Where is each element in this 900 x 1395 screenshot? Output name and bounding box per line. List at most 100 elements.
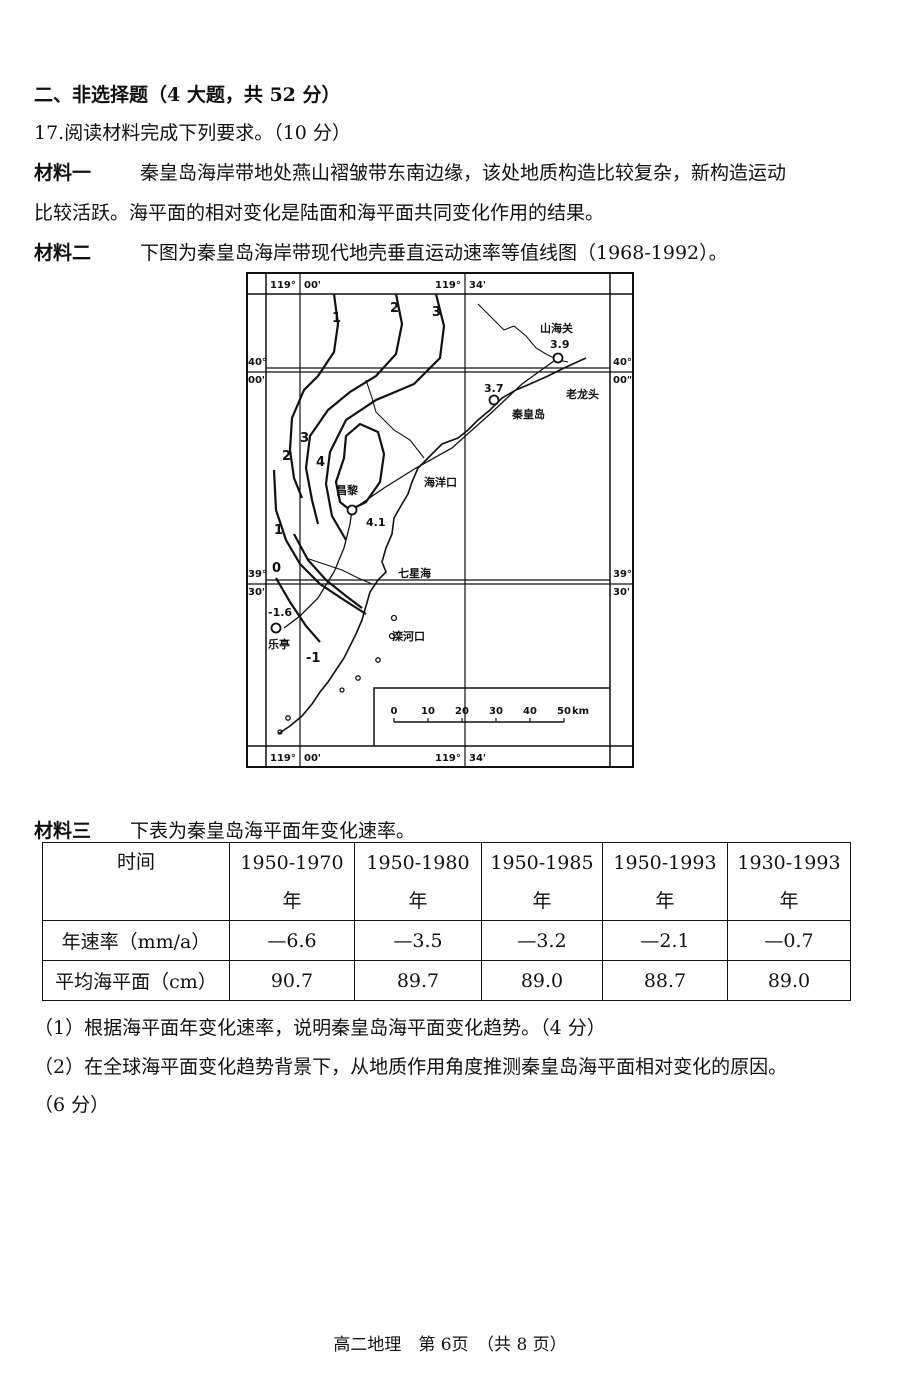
place-qixinghai: 七星海 [398, 566, 431, 580]
material2-label: 材料二 [34, 242, 92, 264]
value-leting: -1.6 [268, 606, 292, 619]
river-luan [305, 557, 373, 585]
question-title: 17.阅读材料完成下列要求。（10 分） [34, 122, 351, 144]
subquestion-2-line1: （2）在全球海平面变化趋势背景下，从地质作用角度推测秦皇岛海平面相对变化的原因。 [34, 1056, 788, 1078]
material3-text: 下表为秦皇岛海平面年变化速率。 [130, 820, 416, 842]
table-cell: 89.7 [354, 960, 482, 1001]
place-leting: 乐亭 [268, 637, 290, 651]
isoline-4-closed [334, 422, 386, 512]
table-cell: —3.2 [481, 920, 603, 961]
material1-text-2: 比较活跃。海平面的相对变化是陆面和海平面共同变化作用的结果。 [34, 202, 605, 224]
scale-tick-30: 30 [489, 706, 503, 717]
value-shanhaiguan: 3.9 [550, 338, 570, 351]
place-luanhekou: 滦河口 [392, 629, 425, 643]
isoline-label-3b: 3 [300, 431, 309, 446]
material1-text-1: 秦皇岛海岸带地处燕山褶皱带东南边缘，该处地质构造比较复杂，新构造运动 [140, 162, 787, 184]
isoline-label-0: 0 [272, 561, 281, 576]
table-cell: —3.5 [354, 920, 482, 961]
railway [351, 357, 559, 511]
table-corner: 时间 [42, 842, 230, 921]
value-qinhuangdao: 3.7 [484, 382, 504, 395]
isoline-label-2: 2 [390, 301, 399, 316]
lon-right-deg-bottom: 119° [435, 753, 461, 764]
coastline [277, 357, 587, 735]
station-leting [270, 622, 282, 634]
page-footer: 高二地理 第 6页 （共 8 页） [333, 1335, 567, 1355]
place-qinhuangdao: 秦皇岛 [511, 407, 545, 421]
isoline-2-north [304, 293, 404, 525]
table-cell: —6.6 [229, 920, 355, 961]
table-row-label: 平均海平面（cm） [42, 960, 230, 1001]
lat-bottom-deg-left: 39° [248, 569, 267, 580]
scale-tick-50: 50 [557, 706, 571, 717]
value-changli: 4.1 [366, 516, 386, 529]
isoline-3-north [324, 293, 446, 541]
lon-left-min-bottom: 00' [304, 753, 321, 764]
map-frame [246, 272, 634, 768]
table-cell: 90.7 [229, 960, 355, 1001]
table-row: 平均海平面（cm） 90.7 89.7 89.0 88.7 89.0 [42, 960, 851, 1001]
lon-right-deg-top: 119° [435, 280, 461, 291]
material2-line: 材料二 下图为秦皇岛海岸带现代地壳垂直运动速率等值线图（1968-1992）。 [34, 238, 728, 265]
table-row: 年速率（mm/a） —6.6 —3.5 —3.2 —2.1 —0.7 [42, 920, 851, 961]
scale-tick-10: 10 [421, 706, 435, 717]
place-haiyangkou: 海洋口 [424, 475, 457, 489]
material1-line1: 材料一 秦皇岛海岸带地处燕山褶皱带东南边缘，该处地质构造比较复杂，新构造运动 [34, 158, 786, 185]
crustal-movement-map: 119° 00' 119° 34' 119° 00' 119° 34' 40° … [246, 272, 634, 768]
subquestion-1: （1）根据海平面年变化速率，说明秦皇岛海平面变化趋势。（4 分） [34, 1017, 606, 1039]
scale-box [373, 687, 610, 746]
lat-bottom-min-right: 30' [613, 587, 630, 598]
material3-label: 材料三 [34, 820, 92, 842]
isoline-label-minus1: -1 [306, 651, 320, 666]
isoline-label-4: 4 [316, 455, 325, 470]
table-cell: 89.0 [481, 960, 603, 1001]
material3-line: 材料三 下表为秦皇岛海平面年变化速率。 [34, 816, 415, 843]
isoline-label-1: 1 [332, 311, 341, 326]
isoline-1-north [288, 293, 340, 499]
place-changli: 昌黎 [336, 483, 359, 497]
station-qinhuangdao [488, 394, 500, 406]
scale-tick-20: 20 [455, 706, 469, 717]
material1-label: 材料一 [34, 162, 92, 184]
section-title: 二、非选择题（4 大题，共 52 分） [34, 84, 341, 106]
lat-top-deg-left: 40° [248, 357, 267, 368]
isoline-label-1b: 1 [274, 523, 283, 538]
lon-left-deg-bottom: 119° [270, 753, 296, 764]
table-row-label: 年速率（mm/a） [42, 920, 230, 961]
table-cell: 89.0 [727, 960, 851, 1001]
scale-tick-40: 40 [523, 706, 537, 717]
table-cell: 88.7 [602, 960, 728, 1001]
station-shanhaiguan [552, 352, 564, 364]
place-shanhaiguan: 山海关 [540, 321, 573, 335]
table-cell: —0.7 [727, 920, 851, 961]
lat-bottom-min-left: 30' [248, 587, 265, 598]
lat-bottom-deg-right: 39° [613, 569, 632, 580]
isoline-label-2b: 2 [282, 449, 291, 464]
isoline-1-south [272, 469, 367, 615]
lon-right-min-top: 34' [469, 280, 486, 291]
lon-right-min-bottom: 34' [469, 753, 486, 764]
river-north [365, 379, 425, 459]
station-changli [346, 504, 358, 516]
scale-tick-0: 0 [391, 706, 398, 717]
table-cell: —2.1 [602, 920, 728, 961]
isoline-label-3: 3 [432, 305, 441, 320]
lon-left-deg-top: 119° [270, 280, 296, 291]
lat-top-deg-right: 40° [613, 357, 632, 368]
scale-unit: km [572, 706, 589, 717]
isoline-minus1 [275, 577, 321, 643]
lat-top-min-left: 00' [248, 375, 265, 386]
material2-text: 下图为秦皇岛海岸带现代地壳垂直运动速率等值线图（1968-1992）。 [140, 242, 728, 264]
isoline-0 [293, 533, 363, 609]
place-laolongtou: 老龙头 [565, 387, 599, 401]
lon-left-min-top: 00' [304, 280, 321, 291]
subquestion-2-line2: （6 分） [34, 1094, 110, 1116]
lat-top-min-right: 00" [613, 375, 632, 386]
